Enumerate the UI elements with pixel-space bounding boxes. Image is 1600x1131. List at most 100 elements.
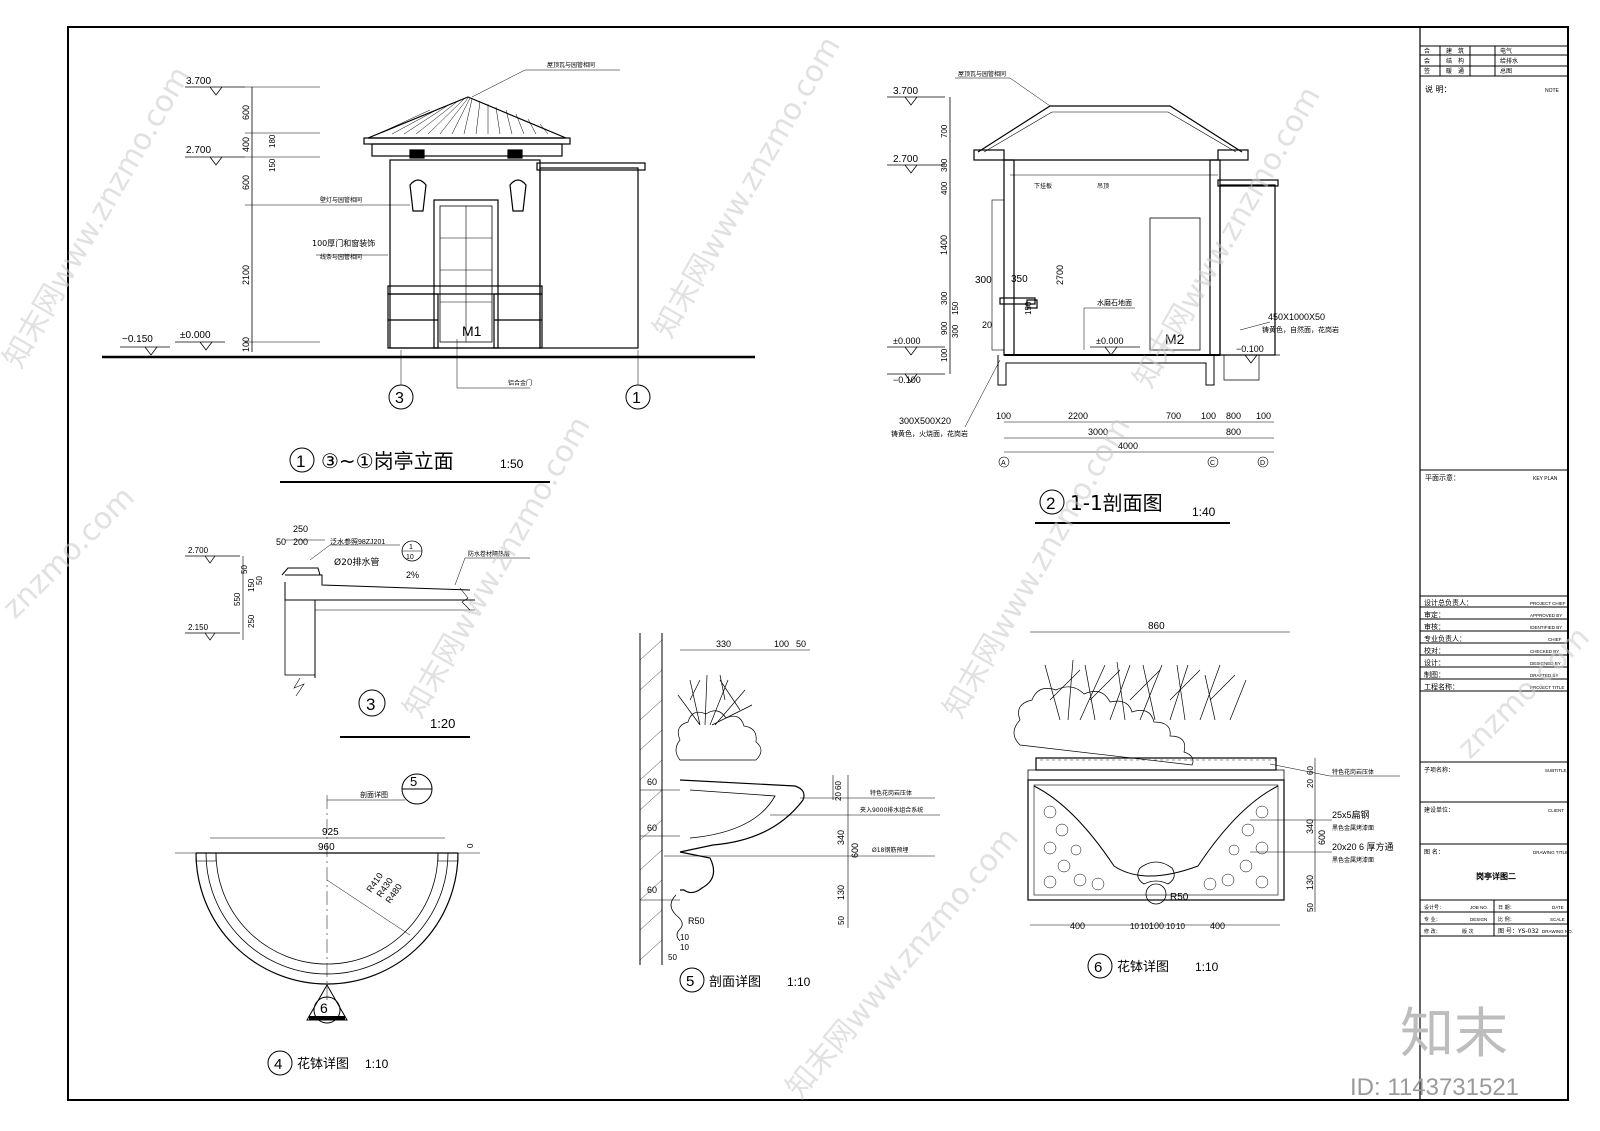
s-axis-c: C — [1210, 460, 1215, 467]
role-label: 审核： — [1424, 622, 1445, 631]
d5-dim-100: 100 — [774, 639, 789, 649]
s-note-stone2: 铸黄色，火烧面，花岗岩 — [891, 429, 968, 438]
d6-note-tube: 20x20 6 厚方通 — [1332, 841, 1394, 852]
s-note-450: 450X1000X50 — [1268, 312, 1325, 322]
dim-150: 150 — [268, 158, 277, 172]
roof-detail-drawing — [281, 567, 475, 697]
view1-title: ③~①岗亭立面 — [321, 449, 454, 473]
view4-number: 4 — [274, 1056, 282, 1073]
s-level-3700: 3.700 — [893, 86, 918, 97]
view5-title: 剖面详图 — [709, 975, 761, 990]
d6-note-granite: 特色花岗岩压体 — [1332, 768, 1374, 776]
s-level-minus100: −0.100 — [893, 375, 921, 385]
resource-id: ID: 1143731521 — [1350, 1074, 1519, 1101]
role-label: 审定： — [1424, 610, 1445, 619]
d3-dim: 50 — [240, 565, 249, 574]
d5-right: 130 — [836, 885, 846, 900]
d6-note-paint1: 黑色金属烤漆面 — [1332, 824, 1374, 832]
tb-cell: JOB NO. — [1470, 905, 1488, 910]
d5-bottom: 50 — [668, 953, 677, 962]
view3-number: 3 — [366, 695, 375, 714]
tb-cell: 比 例： — [1498, 916, 1515, 923]
d5-left: 60 — [647, 777, 657, 787]
s-dim: 350 — [1011, 274, 1028, 285]
s-axis-d: D — [1260, 460, 1265, 467]
dim-2100: 2100 — [241, 265, 251, 285]
tb-cell: DESIGN — [1470, 917, 1487, 922]
d5-right: 340 — [836, 830, 846, 845]
s-hdim: 100 — [996, 411, 1011, 421]
tb-cell: 图 号：YS-032 — [1498, 928, 1539, 935]
d5-radius: R50 — [688, 916, 705, 926]
s-hdim: 700 — [1166, 411, 1181, 421]
view1-scale: 1:50 — [500, 457, 524, 471]
d5-left: 60 — [647, 823, 657, 833]
elevation-view: 3.700 2.700 ±0.000 −0.150 600 400 600 21… — [102, 61, 755, 483]
view2-number: 2 — [1046, 494, 1055, 513]
client-en: CLIENT — [1548, 808, 1564, 813]
d4-marker: 6 — [320, 1000, 328, 1016]
level-3700: 3.700 — [186, 76, 211, 87]
s-dim: 1400 — [939, 235, 949, 255]
d3-dim: 50 — [276, 537, 286, 547]
role-label: 专业负责人： — [1424, 634, 1466, 643]
d5-right: 50 — [837, 916, 846, 925]
d6-bottom: 10 — [1140, 922, 1149, 931]
d4-section-note: 剖面详图 — [360, 790, 388, 799]
d5-dim-330: 330 — [716, 639, 731, 649]
watermark-text: 知末网www.znzmo.com — [647, 31, 848, 344]
s-dim: 2700 — [1055, 265, 1065, 285]
d3-level-2150: 2.150 — [188, 623, 209, 632]
bowl-section-drawing — [640, 779, 805, 942]
view2-scale: 1:40 — [1192, 505, 1216, 519]
s-dim: 300 — [940, 158, 949, 172]
d6-bottom: 400 — [1210, 921, 1225, 931]
bowl-section-view: 330 100 50 60 60 60 60 20 340 600 130 50… — [639, 633, 940, 993]
brand-logo: 知末 — [1400, 1002, 1508, 1065]
d6-right: 130 — [1305, 875, 1315, 890]
d3-dim: 50 — [255, 576, 264, 585]
d3-level-2700: 2.700 — [188, 546, 209, 555]
d5-note-drain: 夹入9000排水组合系统 — [860, 806, 923, 814]
bowl-elevation-view: 860 60 20 340 60 — [1013, 621, 1400, 979]
notes-label: 说 明： — [1425, 84, 1452, 94]
d5-left: 60 — [647, 885, 657, 895]
door-tag-m1: M1 — [462, 323, 482, 339]
sign-cell-1: 合 — [1424, 47, 1430, 55]
s-dim: 400 — [940, 181, 949, 195]
d5-right: 20 — [834, 792, 843, 801]
view2-title: 1-1剖面图 — [1070, 491, 1163, 515]
client-label: 建设单位： — [1424, 806, 1454, 814]
s-note-hang: 下挂板 — [1034, 182, 1052, 190]
view1-number: 1 — [296, 452, 305, 471]
watermark-text: 知末网www.znzmo.com — [937, 411, 1138, 724]
level-minus150: −0.150 — [122, 334, 153, 345]
sign-cell-3: 筑 — [1458, 47, 1464, 55]
tb-cell: 版 次 — [1462, 928, 1474, 935]
d6-right: 60 — [1306, 766, 1315, 775]
sign-cell-7: 构 — [1458, 57, 1464, 65]
sign-cell-8: 给排水 — [1500, 57, 1518, 65]
s-note-roof: 屋顶瓦与园管相同 — [958, 70, 1006, 78]
notes-en: NOTE — [1545, 88, 1560, 94]
d5-bottom: 10 — [680, 933, 689, 942]
d4-dim-925: 925 — [322, 827, 339, 838]
d6-note-flatbar: 25x5扁钢 — [1332, 809, 1370, 820]
s-dim: 300 — [940, 291, 949, 305]
dim-600: 600 — [241, 105, 251, 120]
d6-note-paint2: 黑色金属烤漆面 — [1332, 856, 1374, 864]
s-level-0b: ±0.000 — [1096, 336, 1123, 346]
s-hdim: 800 — [1226, 411, 1241, 421]
d3-dim: 250 — [247, 614, 256, 628]
role-en: PROJECT CHIEF — [1530, 601, 1566, 606]
bowl-elevation-drawing — [1027, 757, 1285, 905]
view6-scale: 1:10 — [1195, 960, 1219, 974]
s-note-300: 300X500X20 — [899, 416, 951, 426]
tb-cell: 设计号： — [1424, 904, 1444, 911]
d3-dim: 250 — [293, 524, 308, 534]
axis-3: 3 — [395, 390, 404, 407]
note-alu-door: 铝合金门 — [508, 379, 532, 387]
sign-cell-9: 签 — [1424, 67, 1430, 75]
d6-right: 340 — [1305, 819, 1315, 834]
tb-cell: 修 改： — [1424, 928, 1441, 935]
